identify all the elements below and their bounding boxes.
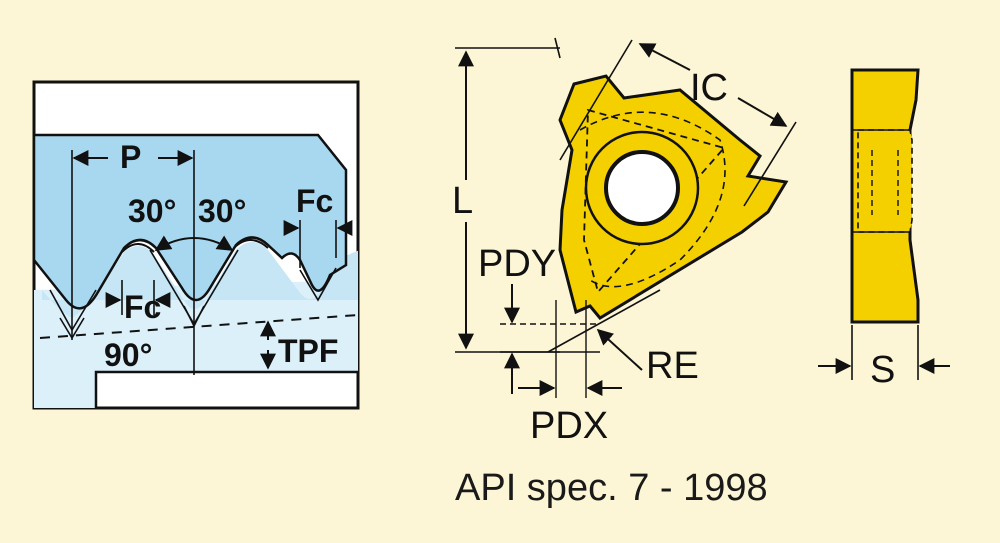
ic-label: IC [690,67,728,109]
pdy-label: PDY [478,243,556,285]
insert-top-view: L IC PDY PDX RE [452,37,797,447]
angle-left-label: 30° [128,193,176,229]
s-label: S [870,349,895,391]
insert-hole [604,150,680,226]
re-label: RE [646,345,699,387]
pitch-label: P [120,139,141,175]
angle-right-label: 30° [198,193,246,229]
tpf-label: TPF [278,333,338,369]
fc-top-label: Fc [296,183,333,219]
insert-side-view: S [818,68,950,391]
l-label: L [452,180,473,222]
fc-bottom-label: Fc [124,289,161,325]
workpiece-light [34,280,358,408]
thread-profile-detail: P 30° 30° Fc Fc 90° TPF [32,80,360,410]
angle-90-label: 90° [104,337,152,373]
pdx-label: PDX [530,405,608,447]
spec-caption: API spec. 7 - 1998 [455,467,768,509]
